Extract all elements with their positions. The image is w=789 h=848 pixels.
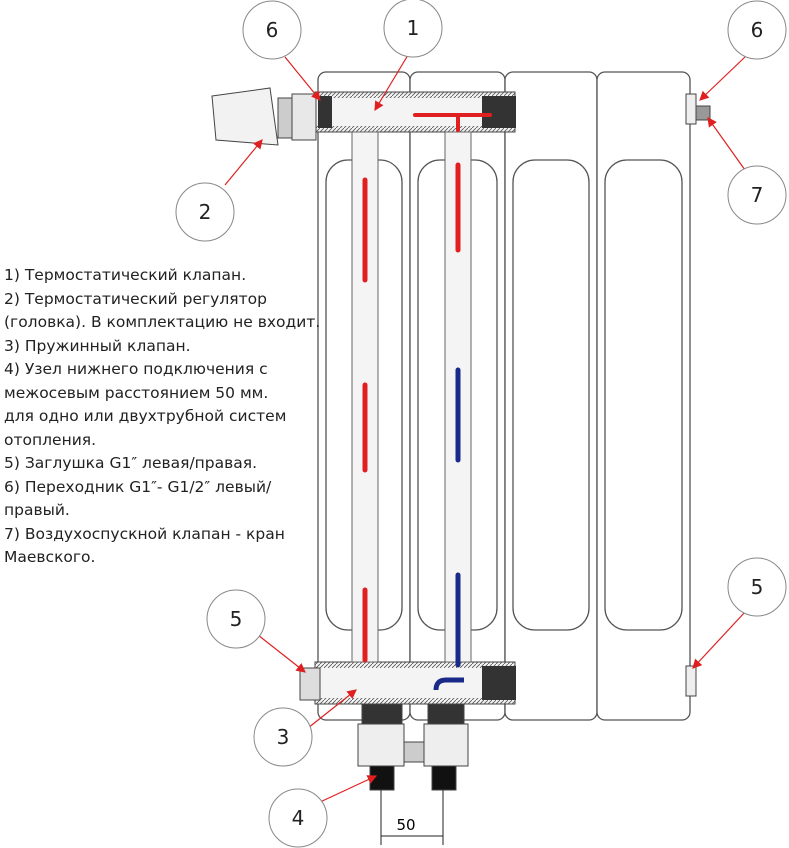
legend-line: 6) Переходник G1″- G1/2″ левый/: [4, 477, 272, 496]
flow-arrows: [362, 113, 492, 668]
leader-lines: [224, 54, 746, 804]
legend-line: межосевым расстоянием 50 мм.: [4, 383, 269, 402]
svg-text:5: 5: [230, 607, 243, 631]
callout-3: 3: [253, 707, 313, 767]
legend-line: для одно или двухтрубной систем: [4, 407, 287, 425]
legend-line: отопления.: [4, 430, 97, 449]
svg-text:3: 3: [277, 725, 290, 749]
legend-line: 4) Узел нижнего подключения с: [4, 360, 268, 378]
dimension-50: [380, 790, 444, 845]
top-manifold: [314, 91, 711, 133]
air-valve: [695, 105, 711, 121]
callout-1: 1: [383, 0, 443, 58]
thermostatic-head: [211, 87, 317, 146]
legend-line: 5) Заглушка G1″ левая/правая.: [4, 454, 258, 472]
legend-line: правый.: [4, 501, 70, 519]
radiator-sections: [317, 71, 691, 721]
legend-line: 1) Термостатический клапан.: [4, 266, 247, 284]
svg-text:1: 1: [407, 16, 420, 40]
callout-7: 7: [727, 165, 787, 225]
callout-5-left: 5: [206, 589, 266, 649]
legend-line: (головка). В комплектацию не входит.: [4, 313, 321, 331]
bottom-connection-unit: [357, 703, 469, 791]
callout-6-right: 6: [727, 0, 787, 60]
svg-text:6: 6: [751, 18, 764, 42]
legend-line: 2) Термостатический регулятор: [4, 289, 267, 308]
callout-5-right: 5: [727, 557, 787, 617]
legend-line: 3) Пружинный клапан.: [4, 336, 191, 355]
legend-line: 7) Воздухоспускной клапан - кран: [4, 524, 285, 543]
callout-2: 2: [175, 182, 235, 242]
svg-text:2: 2: [199, 200, 212, 224]
svg-text:7: 7: [751, 183, 764, 207]
svg-text:6: 6: [266, 18, 279, 42]
svg-text:4: 4: [292, 806, 305, 830]
dimension-label: 50: [396, 816, 415, 834]
svg-text:5: 5: [751, 575, 764, 599]
callout-6-left: 6: [242, 0, 302, 60]
callout-4: 4: [268, 788, 328, 848]
legend-line: Маевского.: [4, 548, 96, 566]
legend-text: 1) Термостатический клапан. 2) Термостат…: [4, 264, 324, 570]
